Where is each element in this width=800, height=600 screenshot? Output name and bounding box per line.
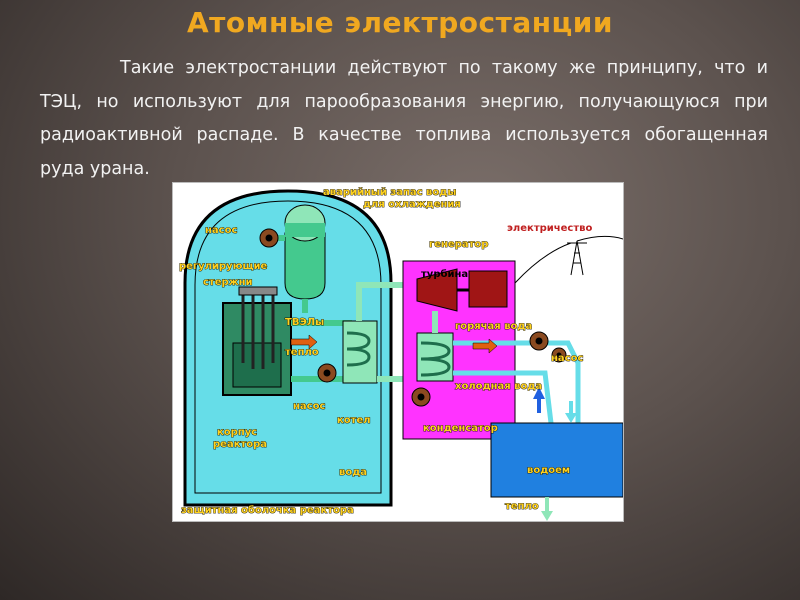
label-vessel-2: реактора bbox=[213, 439, 267, 450]
label-pump-top: насос bbox=[205, 225, 237, 236]
label-fuel-rods: ТВЭЛы bbox=[285, 317, 324, 328]
slide-paragraph: Такие электростанции действуют по такому… bbox=[40, 58, 768, 179]
label-boiler: котел bbox=[337, 415, 371, 426]
power-tower-icon bbox=[514, 235, 624, 284]
label-shell: защитная оболочка реактора bbox=[181, 504, 354, 516]
label-cold-water: холодная вода bbox=[455, 381, 542, 392]
label-condenser: конденсатор bbox=[423, 423, 498, 434]
control-rods bbox=[241, 291, 275, 369]
heat-arrows bbox=[290, 334, 498, 354]
slide-title: Атомные электростанции bbox=[186, 6, 614, 39]
nuclear-plant-diagram: аварийный запас воды для охлаждения насо… bbox=[172, 182, 624, 522]
label-regulating-1: регулирующие bbox=[179, 261, 267, 272]
cooling-lines bbox=[453, 340, 581, 424]
pump-icon bbox=[259, 228, 567, 407]
label-electricity: электричество bbox=[507, 223, 592, 234]
reservoir bbox=[490, 422, 624, 498]
label-water: вода bbox=[339, 467, 367, 478]
label-regulating-2: стержни bbox=[203, 277, 253, 288]
generator bbox=[468, 270, 508, 308]
emergency-water-tank bbox=[284, 232, 326, 300]
label-hot-water: горячая вода bbox=[455, 321, 532, 332]
label-heat-left: тепло bbox=[285, 347, 319, 358]
label-pump-bottom: насос bbox=[293, 401, 325, 412]
label-emergency-water-1: аварийный запас воды bbox=[323, 187, 456, 198]
label-reservoir: водоем bbox=[527, 465, 570, 476]
label-pump-right: насос bbox=[551, 353, 583, 364]
label-emergency-water-2: для охлаждения bbox=[363, 199, 461, 210]
label-heat-bottom: тепло bbox=[505, 501, 539, 512]
turbine bbox=[416, 268, 458, 312]
label-generator: генератор bbox=[429, 239, 488, 250]
label-vessel-1: корпус bbox=[217, 427, 257, 438]
boiler bbox=[342, 320, 378, 384]
label-turbine: турбина bbox=[421, 268, 468, 280]
